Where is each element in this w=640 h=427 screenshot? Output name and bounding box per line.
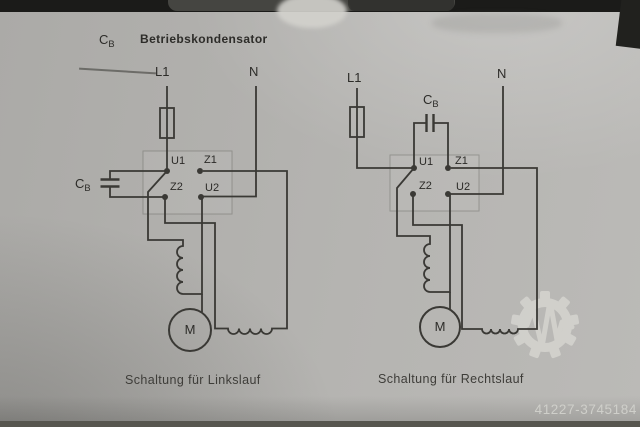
terminal-box — [389, 154, 480, 212]
terminal-dot — [198, 194, 204, 200]
left-terminal-z2: Z2 — [170, 181, 183, 193]
left-capacitor-main: C — [75, 176, 85, 191]
terminal-dot — [445, 165, 451, 171]
terminal-box — [142, 150, 233, 215]
pulse-line-icon — [517, 298, 575, 350]
gear-watermark-icon — [510, 291, 580, 359]
run-capacitor-symbol — [100, 170, 167, 198]
terminal-dots — [162, 168, 204, 200]
left-terminal-u1: U1 — [171, 155, 186, 167]
right-capacitor-main: C — [423, 92, 433, 107]
left-terminal-z1: Z1 — [204, 154, 217, 166]
header-capacitor-sub: B — [108, 39, 115, 49]
terminal-dot — [445, 191, 451, 197]
left-motor-label: M — [184, 322, 196, 337]
right-terminal-z2: Z2 — [419, 180, 432, 192]
terminal-dot — [164, 168, 170, 174]
aux-winding-coil — [164, 170, 288, 335]
left-diagram-caption: Schaltung für Linkslauf — [125, 373, 261, 387]
object-shadow — [348, 0, 454, 11]
terminal-dot — [197, 168, 203, 174]
left-phase-label: L1 — [155, 64, 170, 79]
bottom-edge-strip — [0, 421, 640, 427]
left-capacitor-label: CB — [75, 176, 91, 193]
neutral-wire — [450, 86, 504, 195]
left-capacitor-sub: B — [84, 183, 91, 193]
right-terminal-u2: U2 — [456, 181, 471, 193]
faint-watermark-smudge — [432, 13, 562, 33]
right-capacitor-label: CB — [423, 92, 439, 109]
terminal-dot — [162, 194, 168, 200]
terminal-dot — [411, 165, 417, 171]
right-terminal-u1: U1 — [419, 156, 434, 168]
left-circuit — [100, 86, 288, 352]
terminal-dot — [410, 191, 416, 197]
phase-wire — [356, 88, 414, 169]
fuse-symbol — [349, 106, 365, 138]
motor-symbol — [168, 308, 212, 352]
right-capacitor-sub: B — [432, 99, 439, 109]
main-winding-coil — [147, 170, 203, 295]
left-terminal-u2: U2 — [205, 182, 220, 194]
paper-bottom-shadow — [0, 396, 640, 421]
main-winding-coil — [396, 167, 451, 293]
left-neutral-label: N — [249, 64, 259, 79]
paper-curl-highlight — [277, 0, 347, 28]
header-capacitor-symbol: CB — [99, 32, 115, 49]
aux-winding-coil — [412, 167, 538, 335]
header-capacitor-main: C — [99, 32, 109, 47]
run-capacitor-symbol — [413, 114, 449, 168]
right-phase-label: L1 — [347, 70, 362, 85]
neutral-wire — [203, 86, 257, 198]
motor-symbol — [419, 306, 461, 348]
right-circuit — [349, 86, 538, 348]
page-title: Betriebskondensator — [140, 32, 268, 46]
right-diagram-caption: Schaltung für Rechtslauf — [378, 372, 524, 386]
right-motor-label: M — [434, 319, 446, 334]
fuse-symbol — [159, 107, 175, 139]
listing-id-overlay: 41227-3745184 — [534, 402, 637, 417]
right-terminal-z1: Z1 — [455, 155, 468, 167]
terminal-dots — [410, 165, 451, 197]
right-neutral-label: N — [497, 66, 507, 81]
